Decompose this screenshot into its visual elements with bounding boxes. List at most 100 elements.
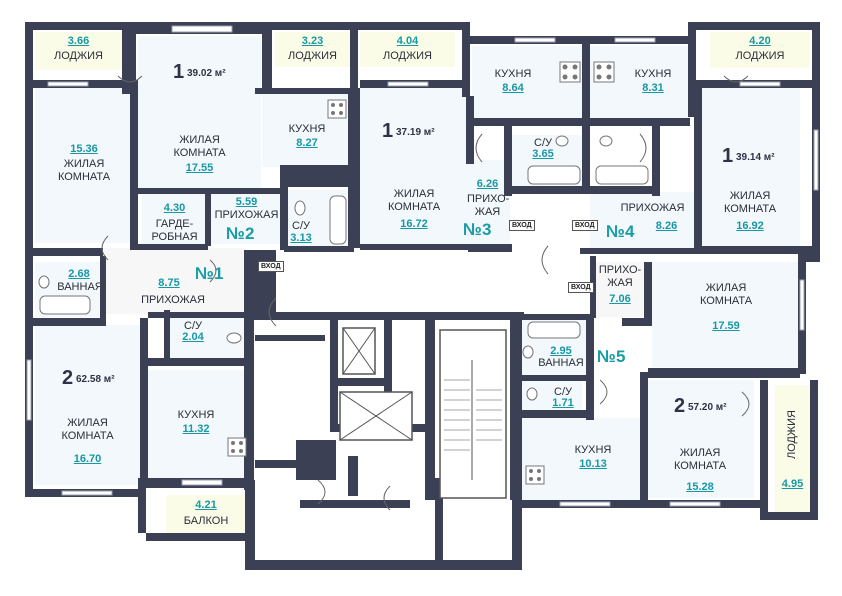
kitchen-d-label: КУХНЯ	[634, 68, 672, 80]
loggia-b-area: 3.23	[301, 35, 324, 47]
hall-n3-label: ПРИХО-ЖАЯ	[467, 193, 510, 218]
apartment-n3-rooms: 1	[382, 120, 394, 142]
hall-n4-area: 8.26	[655, 220, 678, 232]
wc-f-area: 1.71	[552, 397, 574, 409]
kitchen-f: КУХНЯ 10.13	[522, 418, 644, 500]
apartment-n4-number: №4	[606, 222, 635, 241]
hall-n1-area: 8.75	[158, 277, 180, 289]
bath-a-label: ВАННАЯ	[57, 281, 103, 293]
wc-f-label: С/У	[554, 386, 572, 398]
hall-n2-area: 5.59	[235, 196, 258, 208]
bath-a-area: 2.68	[68, 268, 90, 280]
kitchen-e: КУХНЯ 11.32	[147, 370, 249, 478]
living-b-area: 17.55	[185, 162, 214, 174]
living-room-d: ЖИЛАЯ КОМНАТА 16.92	[700, 88, 800, 248]
living-c-area: 16.72	[400, 218, 428, 230]
kitchen-f-area: 10.13	[579, 458, 607, 470]
balcony-label: БАЛКОН	[183, 515, 229, 527]
kitchen-e-area: 11.32	[182, 423, 210, 435]
apartment-n4-rooms: 1	[722, 145, 734, 167]
living-e-label: ЖИЛАЯ КОМНАТА	[61, 417, 114, 442]
balcony: 4.21 БАЛКОН	[166, 495, 246, 535]
living-f-area: 17.59	[712, 320, 740, 332]
apartment-n3-total: 37.19 м²	[396, 127, 435, 138]
apartment-n4-total: 39.14 м²	[736, 152, 775, 163]
wardrobe-label: ГАРДЕ-РОБНАЯ	[151, 218, 198, 243]
loggia-g-area: 4.95	[781, 478, 804, 490]
wardrobe-area: 4.30	[163, 202, 186, 214]
entrance-tag-n5: ВХОД	[568, 282, 594, 293]
hall-n1: 8.75 ПРИХОЖАЯ	[104, 248, 246, 314]
living-a-label: ЖИЛАЯ КОМНАТА	[57, 158, 111, 183]
loggia-a: 3.66 ЛОДЖИЯ	[35, 32, 122, 70]
living-room-c: ЖИЛАЯ КОМНАТА 16.72	[360, 88, 468, 246]
living-a-area: 15.36	[70, 143, 98, 155]
loggia-c-label: ЛОДЖИЯ	[383, 50, 432, 62]
loggia-d-area: 4.20	[749, 35, 771, 47]
loggia-b: 3.23 ЛОДЖИЯ	[275, 32, 350, 67]
apartment-n3-number: №3	[463, 220, 492, 239]
kitchen-c-area: 8.64	[502, 82, 524, 94]
apartment-n2-rooms: 1	[173, 61, 185, 83]
loggia-d-label: ЛОДЖИЯ	[735, 50, 785, 62]
entrance-tag-n4: ВХОД	[572, 220, 598, 231]
living-c-label: ЖИЛАЯ КОМНАТА	[387, 188, 441, 213]
entrance-tag-n3: ВХОД	[509, 220, 535, 231]
loggia-b-label: ЛОДЖИЯ	[288, 50, 337, 62]
apartment-n5-number: №5	[597, 347, 626, 366]
kitchen-e-label: КУХНЯ	[177, 409, 215, 421]
hall-n5-area: 7.06	[609, 293, 631, 305]
loggia-c-area: 4.04	[396, 35, 419, 47]
kitchen-c-label: КУХНЯ	[494, 68, 532, 80]
living-room-e: ЖИЛАЯ КОМНАТА 16.70	[35, 325, 140, 485]
living-b-label: ЖИЛАЯ КОМНАТА	[173, 134, 226, 159]
wc-c-label: С/У	[534, 137, 552, 149]
living-d-label: ЖИЛАЯ КОМНАТА	[723, 190, 777, 215]
apartment-n2-number: №2	[226, 224, 255, 243]
kitchen-b-area: 8.27	[296, 137, 318, 149]
living-room-b: ЖИЛАЯ КОМНАТА 17.55	[138, 36, 261, 188]
hall-n5-label: ПРИХО-ЖАЯ	[598, 264, 642, 289]
loggia-c: 4.04 ЛОДЖИЯ	[360, 32, 455, 67]
balcony-area: 4.21	[195, 499, 217, 511]
loggia-g: ЛОДЖИЯ 4.95	[775, 385, 810, 515]
hall-n4-label: ПРИХОЖАЯ	[620, 202, 685, 214]
entrance-tag-n2: ВХОД	[258, 261, 284, 272]
living-g-label: ЖИЛАЯ КОМНАТА	[673, 447, 727, 472]
hall-n2: 5.59 ПРИХОЖАЯ	[209, 194, 284, 244]
bath-f-label: ВАННАЯ	[538, 357, 584, 369]
living-e-area: 16.70	[73, 453, 102, 465]
hall-n1-label: ПРИХОЖАЯ	[141, 294, 205, 306]
wc-b-area: 3.13	[290, 232, 312, 244]
bath-f-area: 2.95	[550, 345, 572, 357]
wc-a-area: 2.04	[182, 331, 204, 343]
apartment-n5-rooms: 2	[674, 395, 686, 417]
wardrobe: 4.30 ГАРДЕ-РОБНАЯ	[142, 194, 207, 244]
wc-c-area: 3.65	[532, 148, 554, 160]
hall-n2-label: ПРИХОЖАЯ	[214, 209, 279, 221]
living-g-area: 15.28	[686, 481, 714, 493]
hall-n3: 6.26 ПРИХО-ЖАЯ	[465, 160, 510, 250]
living-room-a: 15.36 ЖИЛАЯ КОМНАТА	[35, 88, 133, 243]
kitchen-d-area: 8.31	[642, 82, 664, 94]
loggia-a-area: 3.66	[67, 35, 90, 47]
wc-a-label: С/У	[184, 320, 202, 332]
apartment-n2-total: 39.02 м²	[187, 68, 226, 79]
hall-n5: ПРИХО-ЖАЯ 7.06	[590, 262, 650, 317]
living-d-area: 16.92	[736, 220, 764, 232]
loggia-a-label: ЛОДЖИЯ	[54, 50, 103, 62]
apartment-n1-number: №1	[195, 264, 224, 283]
living-room-g: ЖИЛАЯ КОМНАТА 15.28	[646, 380, 754, 498]
hall-n4: ПРИХОЖАЯ 8.26	[590, 192, 695, 248]
living-room-f: ЖИЛАЯ КОМНАТА 17.59	[652, 262, 800, 367]
hall-n3-area: 6.26	[476, 178, 499, 190]
apartment-n1-total: 62.58 м²	[76, 374, 115, 385]
kitchen-b-label: КУХНЯ	[288, 123, 326, 135]
apartment-n5-total: 57.20 м²	[688, 402, 727, 413]
wc-b-label: С/У	[292, 220, 310, 232]
living-f-label: ЖИЛАЯ КОМНАТА	[699, 282, 753, 307]
kitchen-f-label: КУХНЯ	[574, 444, 612, 456]
apartment-n1-rooms: 2	[62, 367, 74, 389]
